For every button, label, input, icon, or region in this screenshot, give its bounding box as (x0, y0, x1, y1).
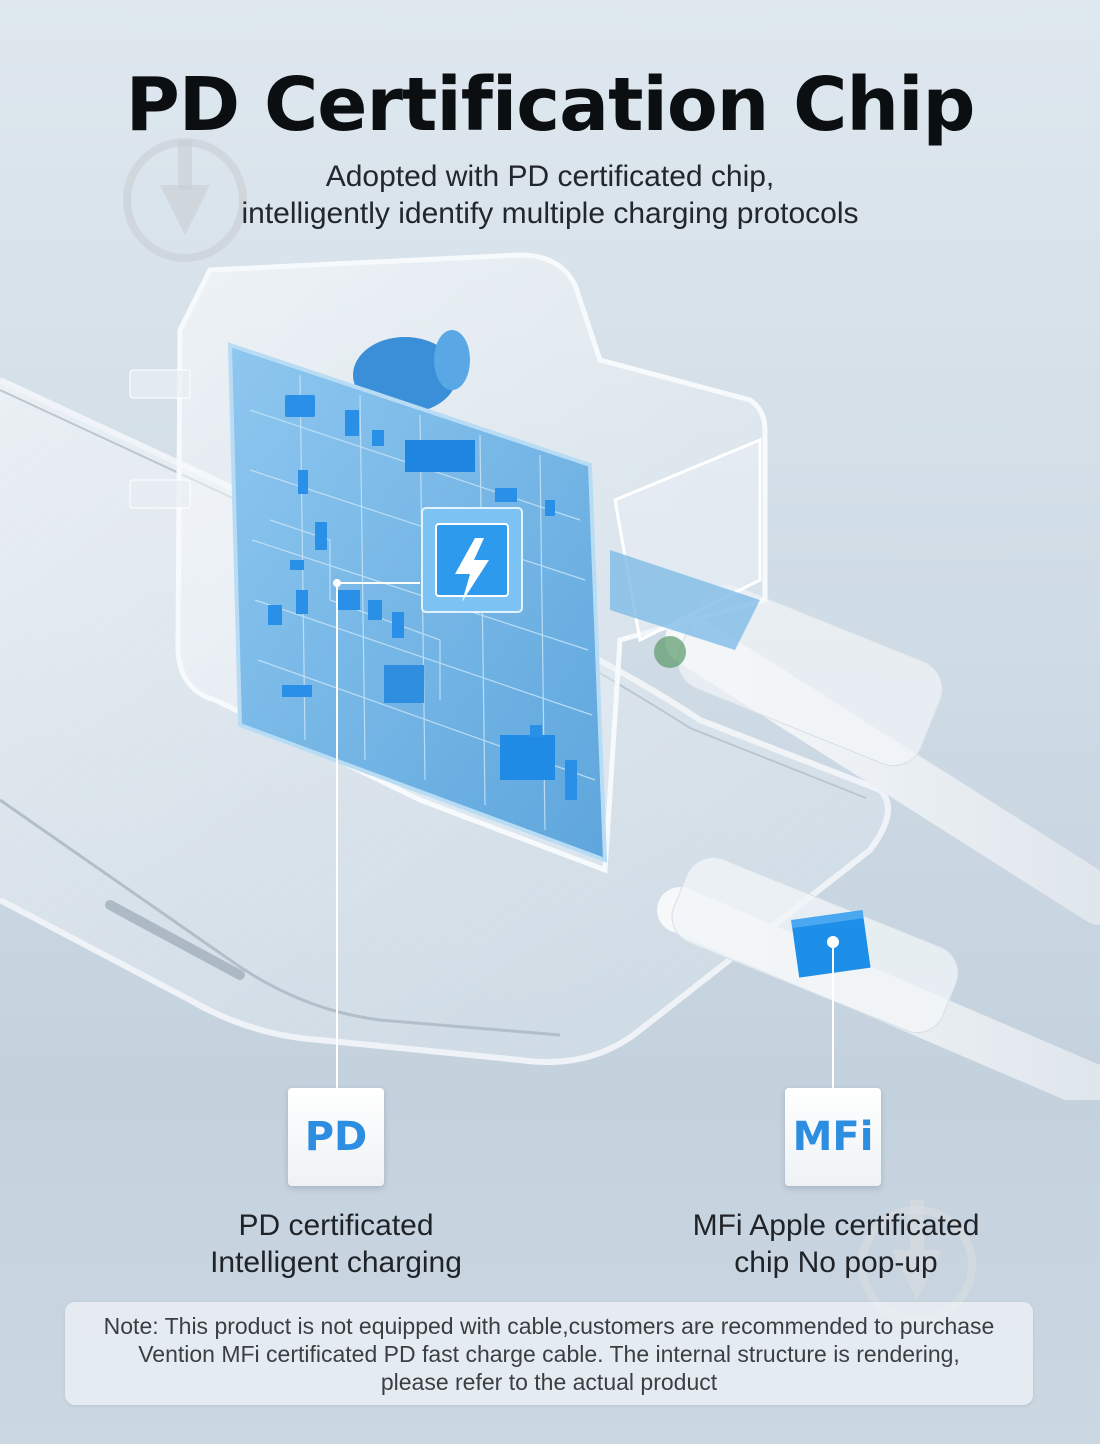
mfi-caption: MFi Apple certificated chip No pop-up (636, 1207, 1036, 1281)
pd-chip (421, 507, 523, 613)
main-pcb (227, 342, 608, 1088)
page-title: PD Certification Chip (125, 62, 976, 148)
subtitle-line: intelligently identify multiple charging… (241, 197, 859, 230)
watermark-icon (123, 138, 247, 262)
subtitle-line: Adopted with PD certificated chip, (325, 160, 775, 193)
note-line: Vention MFi certificated PD fast charge … (138, 1341, 960, 1367)
note-line: please refer to the actual product (380, 1369, 718, 1395)
charger-illustration (0, 252, 1100, 1100)
pd-badge: PD (288, 1088, 384, 1186)
pd-caption: PD certificated Intelligent charging (136, 1207, 536, 1281)
caption-line: PD certificated (238, 1209, 434, 1242)
lightning-cable (657, 856, 1100, 1100)
page-subtitle: Adopted with PD certificated chip, intel… (0, 158, 1100, 232)
note-line: Note: This product is not equipped with … (103, 1313, 995, 1339)
caption-line: Intelligent charging (210, 1246, 462, 1279)
caption-line: MFi Apple certificated (692, 1209, 980, 1242)
lightning-icon (455, 538, 489, 602)
mfi-badge: MFi (785, 1088, 881, 1186)
note-box: Note: This product is not equipped with … (65, 1302, 1033, 1405)
caption-line: chip No pop-up (734, 1246, 938, 1279)
